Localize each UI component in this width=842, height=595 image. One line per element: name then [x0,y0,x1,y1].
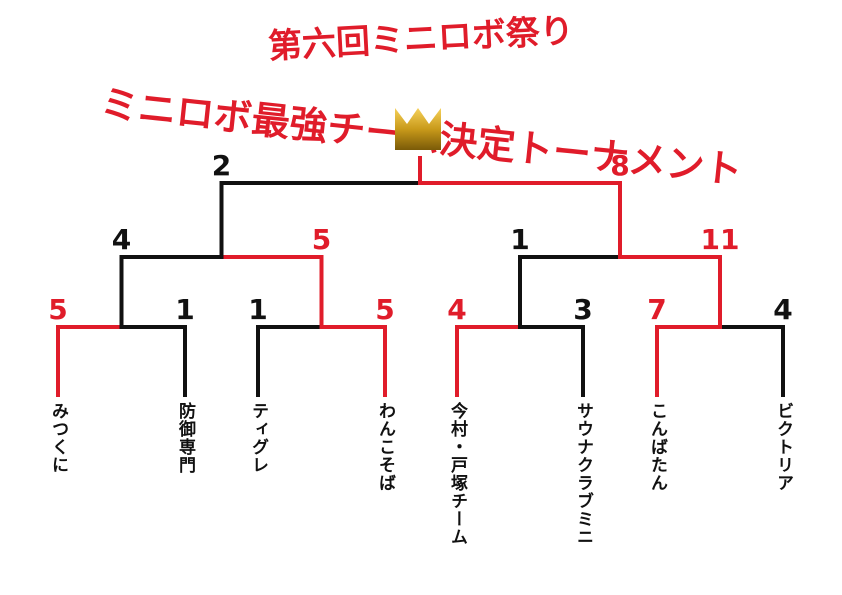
team-name: サウナクラブミニ [573,402,593,546]
score-right: 5 [312,223,331,256]
score-right: 4 [773,293,792,326]
score-left: 4 [447,293,466,326]
team-name: わんこそば [375,402,395,492]
score-right: 1 [175,293,194,326]
score-left: 7 [647,293,666,326]
score-right: 11 [701,223,740,256]
score-left: 4 [112,223,131,256]
team-name: ティグレ [248,402,268,474]
bracket-lines [56,156,785,397]
score-left: 5 [48,293,67,326]
final-score-right: 8 [610,149,629,182]
team-name: みつくに [48,402,68,474]
score-left: 1 [248,293,267,326]
title-line-1: 第六回ミニロボ祭り [267,11,575,67]
team-name: こんばたん [647,402,667,492]
score-right: 3 [573,293,592,326]
crown-icon [395,108,441,150]
team-name: 今村・戸塚チーム [447,402,467,546]
score-right: 5 [375,293,394,326]
score-left: 1 [510,223,529,256]
team-name: 防御専門 [175,402,195,474]
final-score-left: 2 [212,149,231,182]
team-name: ビクトリア [773,402,793,492]
